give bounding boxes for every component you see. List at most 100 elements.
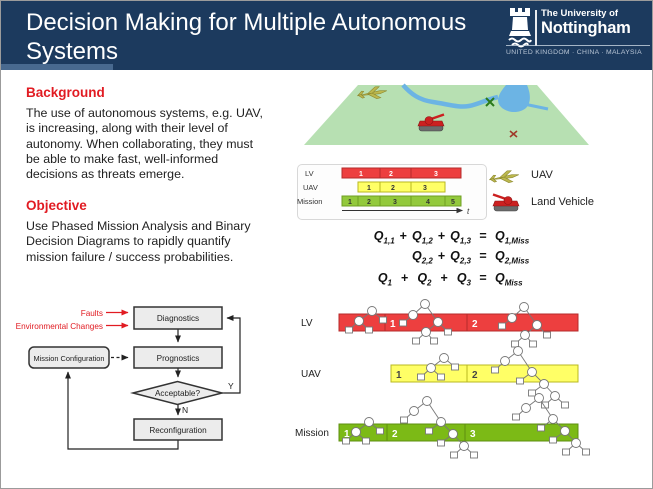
phase-bdd-section: LV 1 2 UAV 1 2 Mission 1 2 3: [295, 299, 590, 459]
reconfiguration-loop: [65, 371, 179, 450]
gantt-uav-seg: 1: [367, 185, 371, 192]
gantt-uav-seg: 3: [423, 185, 427, 192]
header-accent-strip: [1, 64, 113, 70]
subscript: 1,1: [383, 236, 395, 246]
reconfiguration-label: Reconfiguration: [149, 426, 207, 435]
title-line-1: Decision Making for Multiple Autonomous: [26, 9, 467, 36]
legend-uav-label: UAV: [531, 169, 553, 181]
uav-legend-icon: [488, 168, 521, 186]
q-symbol: Q: [456, 271, 467, 285]
equation-phase1: Q1,1 + Q1,2 + Q1,3 = Q1,Miss: [357, 229, 562, 249]
q-symbol: Q: [411, 229, 422, 243]
phase-lv-bar: [338, 313, 579, 332]
castle-logo-icon: [508, 8, 532, 48]
acceptable-label: Acceptable?: [155, 389, 201, 398]
phase-mission-seg: 2: [392, 429, 398, 440]
gantt-lv-seg: 2: [389, 171, 393, 178]
mission-configuration-box: [28, 346, 110, 369]
acceptable-diamond: [130, 380, 225, 406]
background-line: decisions as threats emerge.: [26, 167, 185, 182]
subscript: 2: [427, 278, 432, 288]
legend-land-vehicle-label: Land Vehicle: [531, 196, 594, 208]
subscript: 1,2: [421, 236, 433, 246]
background-line: autonomy. When collaborating, they must: [26, 136, 254, 151]
subscript: 3: [466, 278, 471, 288]
plus-sign: +: [437, 249, 446, 263]
gantt-mission-seg: 4: [426, 199, 430, 206]
faults-label: Faults: [81, 309, 103, 318]
terrain-ground: [304, 85, 589, 145]
acceptable-yes-loop: [222, 315, 241, 394]
time-axis-label: t: [467, 207, 470, 216]
no-label: N: [182, 405, 188, 415]
prognostics-box: [133, 346, 223, 369]
yes-label: Y: [228, 381, 234, 391]
campuses-line: UNITED KINGDOM · CHINA · MALAYSIA: [506, 49, 642, 56]
phase-uav-seg: 2: [472, 370, 478, 381]
logo-separator: [535, 10, 537, 46]
phase-uav-label: UAV: [301, 369, 321, 380]
header: Decision Making for Multiple Autonomous …: [1, 1, 652, 70]
subscript: 1: [387, 278, 392, 288]
gantt-uav-seg: 2: [391, 185, 395, 192]
reconfiguration-box: [133, 418, 223, 441]
objective-line: mission failure / success probabilities.: [26, 249, 234, 264]
phase-mission-label: Mission: [295, 428, 329, 439]
gantt-mission-seg: 2: [367, 199, 371, 206]
page-title: Decision Making for Multiple Autonomous …: [26, 8, 466, 66]
subscript: 2,2: [421, 256, 433, 266]
plus-sign: +: [440, 271, 448, 285]
lake-outlet: [523, 102, 549, 111]
river: [401, 83, 499, 109]
subscript: 1,3: [459, 236, 471, 246]
university-name: Nottingham: [541, 19, 631, 37]
lake: [498, 85, 530, 113]
university-prefix: The University of: [541, 8, 619, 19]
subscript: Miss: [504, 278, 523, 288]
phase-lv-seg: 1: [390, 319, 396, 330]
objective-text: Use Phased Mission Analysis and Binary D…: [26, 219, 296, 265]
green-x-marker: [485, 97, 495, 107]
subscript: 1,Miss: [504, 236, 530, 246]
q-symbol: Q: [495, 271, 505, 285]
gantt-mission-seg: 1: [348, 199, 352, 206]
phase-mission-bar: [338, 423, 579, 442]
phase-lv-label: LV: [301, 318, 313, 329]
q-symbol: Q: [495, 249, 505, 263]
diagnostics-label: Diagnostics: [157, 314, 199, 323]
q-symbol: Q: [377, 271, 388, 285]
mission-timeline-chart: LV 1 2 3 UAV 1 2 3 Mission 1 2 3 4 5 t: [297, 167, 470, 216]
gantt-mission-seg: 5: [451, 199, 455, 206]
subscript: 2,Miss: [504, 256, 530, 266]
prognostics-label: Prognostics: [157, 354, 200, 363]
objective-heading: Objective: [26, 198, 87, 213]
logo-rule: [506, 45, 650, 46]
gantt-lv-bar: [341, 167, 462, 179]
gantt-uav-bar: [357, 181, 446, 193]
objective-line: Decision Diagrams to rapidly quantify: [26, 234, 231, 249]
terrain-map: [304, 83, 589, 145]
equations: Q1,1 + Q1,2 + Q1,3 = Q1,Miss Q2,2 + Q2,3…: [357, 229, 562, 291]
q-symbol: Q: [495, 229, 505, 243]
phase-mission-seg: 3: [470, 429, 476, 440]
phase-lv-seg: 2: [472, 319, 478, 330]
phase-mission-seg: 1: [344, 429, 350, 440]
background-heading: Background: [26, 85, 105, 100]
q-symbol: Q: [411, 249, 422, 263]
equals-sign: =: [479, 249, 487, 263]
equals-sign: =: [479, 271, 487, 285]
gantt-mission-bar: [341, 195, 462, 207]
title-line-2: Systems: [26, 38, 119, 65]
equation-phase2: Q2,2 + Q2,3 = Q2,Miss: [357, 249, 562, 269]
equation-total: Q1 + Q2 + Q3 = QMiss: [357, 271, 562, 291]
q-symbol: Q: [450, 249, 460, 263]
plus-sign: +: [399, 229, 407, 243]
environmental-changes-label: Environmental Changes: [16, 322, 103, 331]
gantt-mission-seg: 3: [393, 199, 397, 206]
land-vehicle-legend-icon: [491, 193, 521, 213]
q-symbol: Q: [373, 229, 384, 243]
mission-configuration-label: Mission Configuration: [33, 354, 104, 363]
objective-line: Use Phased Mission Analysis and Binary: [26, 219, 251, 233]
phase-uav-seg: 1: [396, 370, 402, 381]
